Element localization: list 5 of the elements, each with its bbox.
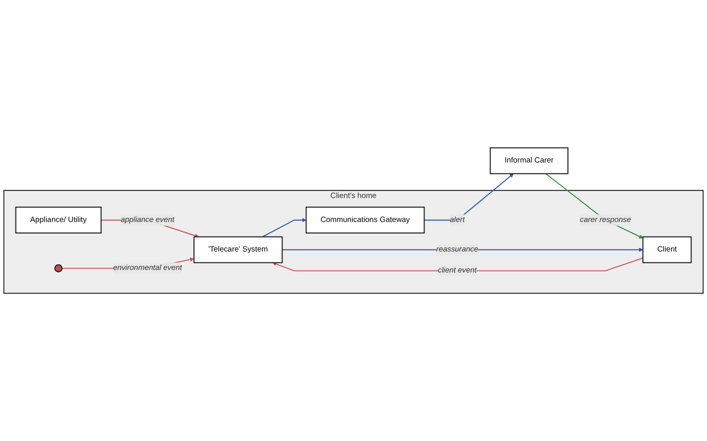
arrow [545, 173, 644, 238]
arrow [272, 257, 644, 272]
arrow [424, 173, 514, 220]
arrow [262, 218, 306, 238]
node-circle [54, 264, 63, 272]
